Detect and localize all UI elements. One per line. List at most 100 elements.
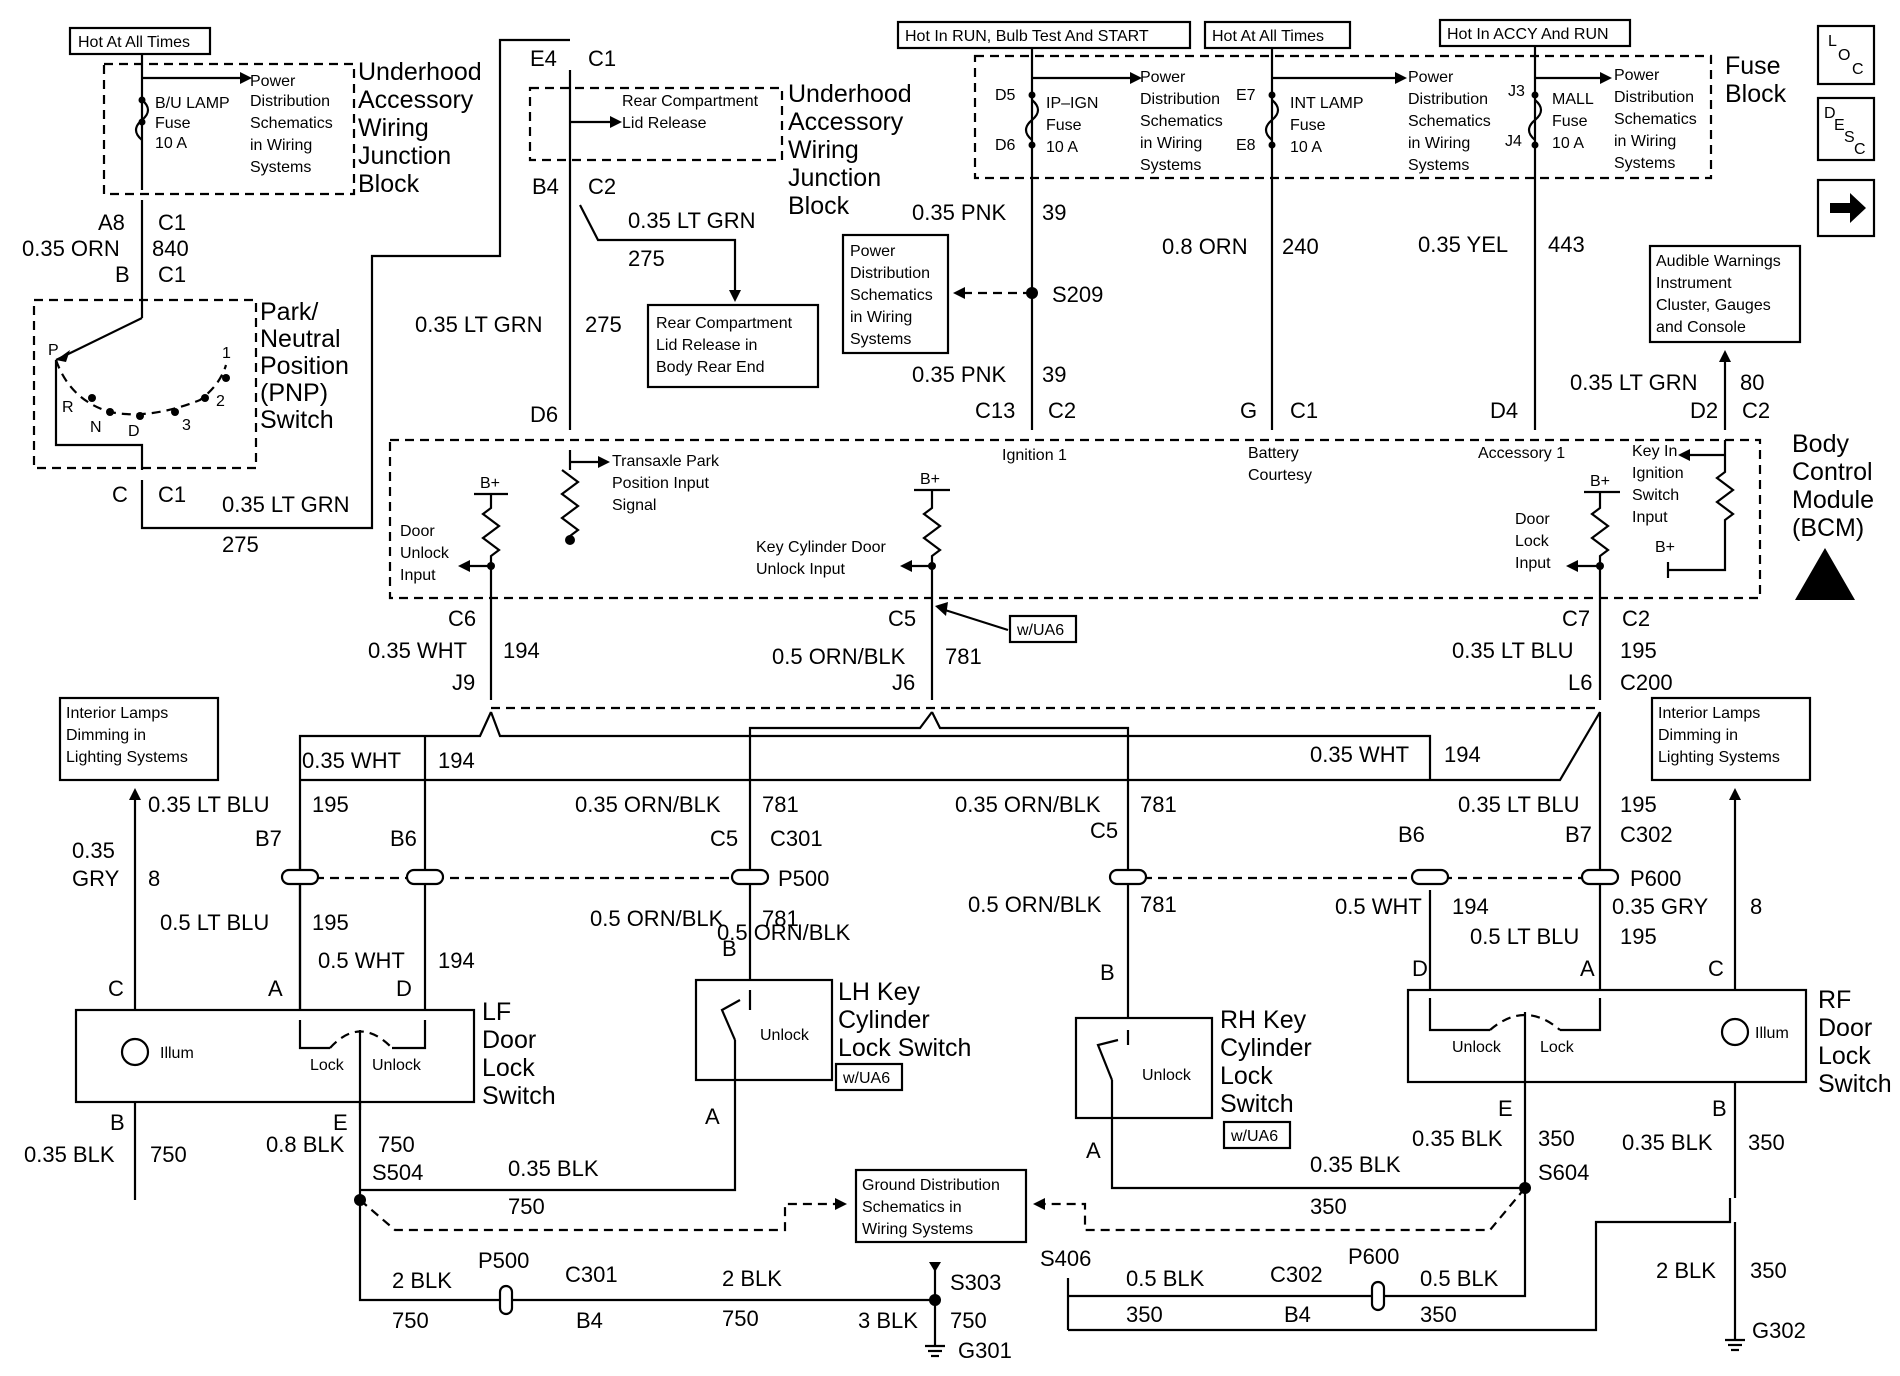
svg-text:Systems: Systems [1140, 157, 1201, 174]
svg-text:2 BLK: 2 BLK [1656, 1258, 1716, 1283]
svg-text:Switch: Switch [482, 1082, 556, 1110]
svg-text:Switch: Switch [1818, 1070, 1892, 1098]
svg-text:Ignition 1: Ignition 1 [1002, 447, 1067, 464]
svg-text:J6: J6 [892, 670, 915, 695]
svg-text:1: 1 [222, 345, 231, 362]
svg-text:Underhood: Underhood [358, 58, 482, 86]
svg-text:S303: S303 [950, 1270, 1001, 1295]
svg-text:E7: E7 [1236, 87, 1256, 104]
svg-text:0.5 LT BLU: 0.5 LT BLU [160, 910, 269, 935]
svg-text:0.35 BLK: 0.35 BLK [1412, 1126, 1503, 1151]
svg-text:0.35 PNK: 0.35 PNK [912, 362, 1006, 387]
svg-text:Schematics: Schematics [1408, 113, 1491, 130]
svg-text:B: B [1100, 960, 1115, 985]
desc-icon[interactable] [1816, 96, 1876, 162]
svg-text:C13: C13 [975, 398, 1015, 423]
svg-text:Door: Door [1515, 511, 1550, 528]
svg-text:0.35 ORN/BLK: 0.35 ORN/BLK [955, 792, 1101, 817]
svg-text:C301: C301 [770, 826, 823, 851]
svg-text:Hot At All Times: Hot At All Times [1212, 28, 1324, 45]
svg-text:195: 195 [312, 910, 349, 935]
loc-icon[interactable] [1816, 24, 1876, 86]
svg-text:Key In: Key In [1632, 443, 1677, 460]
svg-text:B6: B6 [390, 826, 417, 851]
hot-at-all-times-label-1: Hot At All Times [68, 26, 212, 56]
svg-text:Lock Switch: Lock Switch [838, 1034, 971, 1062]
svg-text:Systems: Systems [850, 331, 911, 348]
svg-text:350: 350 [1748, 1130, 1785, 1155]
svg-text:C2: C2 [588, 174, 616, 199]
svg-text:Park/: Park/ [260, 298, 318, 326]
svg-text:Junction: Junction [358, 142, 451, 170]
svg-text:C: C [112, 482, 128, 507]
svg-text:Illum: Illum [1755, 1025, 1789, 1042]
lh-key-cylinder-switch [694, 978, 834, 1082]
svg-text:C7: C7 [1562, 606, 1590, 631]
svg-text:Schematics: Schematics [1614, 111, 1697, 128]
svg-text:0.35 BLK: 0.35 BLK [1310, 1152, 1401, 1177]
svg-text:C1: C1 [588, 46, 616, 71]
svg-text:Battery: Battery [1248, 445, 1299, 462]
svg-text:in Wiring: in Wiring [1614, 133, 1676, 150]
svg-text:D: D [1824, 105, 1836, 122]
svg-text:B+: B+ [480, 475, 500, 492]
svg-text:Input: Input [1632, 509, 1668, 526]
svg-text:350: 350 [1126, 1302, 1163, 1327]
svg-text:0.5 LT BLU: 0.5 LT BLU [1470, 924, 1579, 949]
svg-text:C2: C2 [1048, 398, 1076, 423]
svg-text:Accessory: Accessory [358, 86, 474, 114]
svg-text:Illum: Illum [160, 1045, 194, 1062]
svg-text:0.5 ORN/BLK: 0.5 ORN/BLK [717, 920, 851, 945]
svg-text:MALL: MALL [1552, 91, 1594, 108]
svg-text:Unlock: Unlock [1452, 1039, 1502, 1056]
svg-text:LF: LF [482, 998, 511, 1026]
svg-text:B4: B4 [576, 1308, 603, 1333]
svg-text:240: 240 [1282, 234, 1319, 259]
svg-text:Door: Door [1818, 1014, 1872, 1042]
svg-text:C5: C5 [710, 826, 738, 851]
svg-text:Module: Module [1792, 486, 1874, 514]
svg-text:C2: C2 [1742, 398, 1770, 423]
svg-text:0.5 WHT: 0.5 WHT [1335, 894, 1422, 919]
svg-text:195: 195 [1620, 792, 1657, 817]
svg-text:G302: G302 [1752, 1318, 1806, 1343]
svg-text:194: 194 [503, 638, 540, 663]
svg-text:Accessory: Accessory [788, 108, 904, 136]
svg-text:C5: C5 [1090, 818, 1118, 843]
svg-text:A: A [1580, 956, 1595, 981]
svg-text:Hot In ACCY And RUN: Hot In ACCY And RUN [1447, 26, 1609, 43]
svg-text:Distribution: Distribution [850, 265, 930, 282]
svg-text:Switch: Switch [1220, 1090, 1294, 1118]
svg-text:0.35 LT GRN: 0.35 LT GRN [628, 208, 756, 233]
svg-text:B4: B4 [1284, 1302, 1311, 1327]
svg-text:P500: P500 [478, 1248, 529, 1273]
svg-text:RF: RF [1818, 986, 1851, 1014]
svg-text:C1: C1 [158, 482, 186, 507]
svg-text:Wiring: Wiring [358, 114, 429, 142]
svg-text:2 BLK: 2 BLK [722, 1266, 782, 1291]
svg-text:0.5 ORN/BLK: 0.5 ORN/BLK [968, 892, 1102, 917]
svg-text:E: E [1498, 1096, 1513, 1121]
svg-text:in Wiring: in Wiring [1140, 135, 1202, 152]
svg-text:LH Key: LH Key [838, 978, 920, 1006]
svg-text:80: 80 [1740, 370, 1764, 395]
svg-text:Instrument: Instrument [1656, 275, 1732, 292]
svg-text:RH Key: RH Key [1220, 1006, 1307, 1034]
svg-text:0.35 BLK: 0.35 BLK [24, 1142, 115, 1167]
svg-text:in Wiring: in Wiring [1408, 135, 1470, 152]
interior-lamps-box-left [58, 696, 220, 782]
svg-text:G: G [1240, 398, 1257, 423]
svg-text:Block: Block [788, 192, 850, 220]
svg-text:in Wiring: in Wiring [850, 309, 912, 326]
svg-text:L6: L6 [1568, 670, 1592, 695]
ground-g301-icon [925, 1344, 945, 1358]
svg-text:B/U LAMP: B/U LAMP [155, 95, 230, 112]
underhood-block-2 [528, 86, 784, 162]
svg-text:0.35: 0.35 [72, 838, 115, 863]
svg-text:443: 443 [1548, 232, 1585, 257]
p600-inline [1580, 868, 1620, 886]
svg-text:C: C [1854, 141, 1866, 158]
svg-text:350: 350 [1310, 1194, 1347, 1219]
svg-text:w/UA6: w/UA6 [1230, 1128, 1278, 1145]
svg-text:C: C [1852, 61, 1864, 78]
